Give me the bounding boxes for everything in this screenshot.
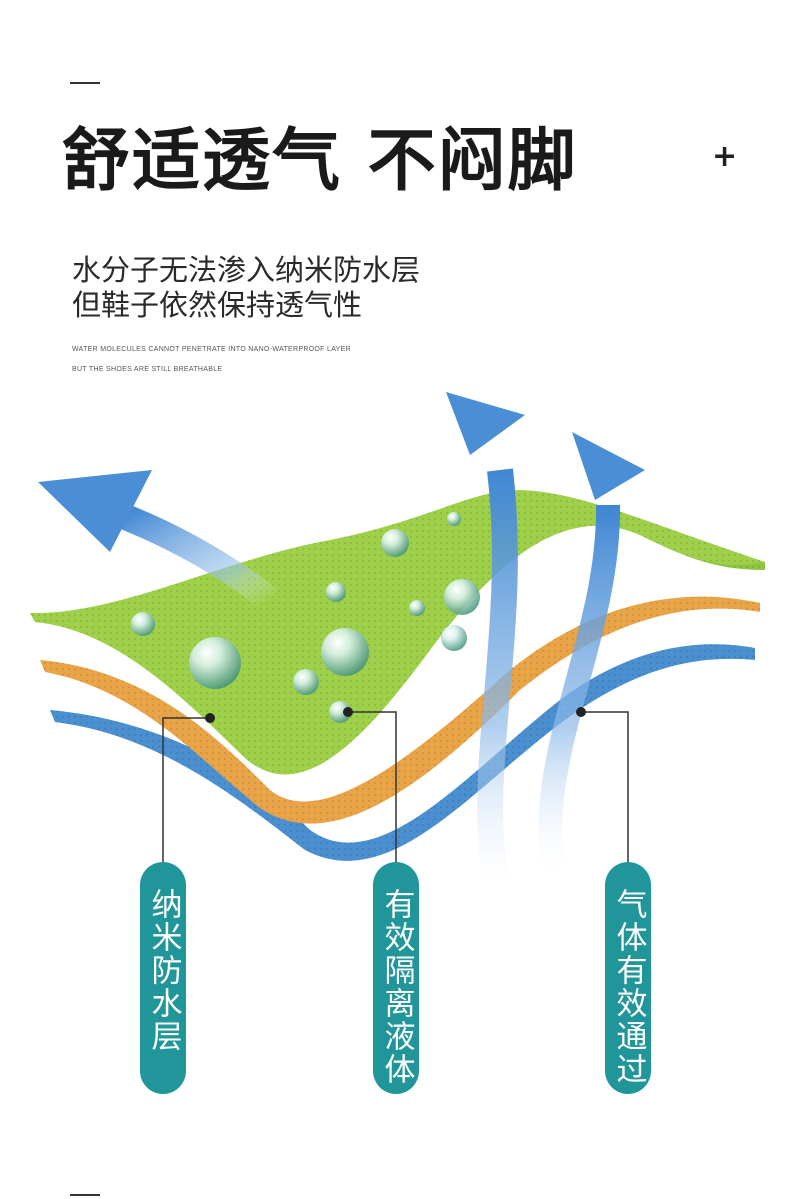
label-waterproof-layer-text: 纳米防水层 — [145, 888, 182, 1053]
water-droplets — [131, 512, 480, 723]
english-line-2: BUT THE SHOES ARE STILL BREATHABLE — [72, 366, 223, 373]
droplet-icon — [381, 529, 409, 557]
top-rule — [70, 82, 100, 84]
label-gas-passes-text: 气体有效通过 — [610, 888, 647, 1086]
droplet-icon — [131, 612, 155, 636]
droplet-icon — [441, 625, 467, 651]
plus-icon: + — [712, 139, 738, 174]
droplet-icon — [189, 637, 241, 689]
green-layer — [30, 490, 765, 775]
droplet-icon — [326, 582, 346, 602]
droplet-icon — [447, 512, 461, 526]
label-isolate-liquid-text: 有效隔离液体 — [378, 888, 415, 1086]
subtitle-line-1: 水分子无法渗入纳米防水层 — [72, 253, 421, 287]
subtitle-line-2: 但鞋子依然保持透气性 — [72, 288, 363, 322]
droplet-icon — [329, 701, 351, 723]
airflow-arrow-right-icon — [538, 432, 645, 880]
orange-layer — [40, 596, 760, 824]
airflow-arrow-left-icon — [38, 470, 279, 611]
english-line-1: WATER MOLECULES CANNOT PENETRATE INTO NA… — [72, 346, 351, 353]
page-title: 舒适透气 不闷脚 — [62, 122, 578, 201]
droplet-icon — [409, 600, 425, 616]
fabric-layers-illustration — [30, 392, 765, 880]
callout-connectors — [162, 711, 629, 862]
airflow-arrow-center-icon — [446, 392, 525, 880]
bottom-rule — [70, 1194, 100, 1196]
droplet-icon — [293, 669, 319, 695]
droplet-icon — [321, 628, 369, 676]
label-waterproof-layer: 纳米防水层 — [140, 862, 186, 1094]
droplet-icon — [444, 579, 480, 615]
label-isolate-liquid: 有效隔离液体 — [373, 862, 419, 1094]
label-gas-passes: 气体有效通过 — [605, 862, 651, 1094]
